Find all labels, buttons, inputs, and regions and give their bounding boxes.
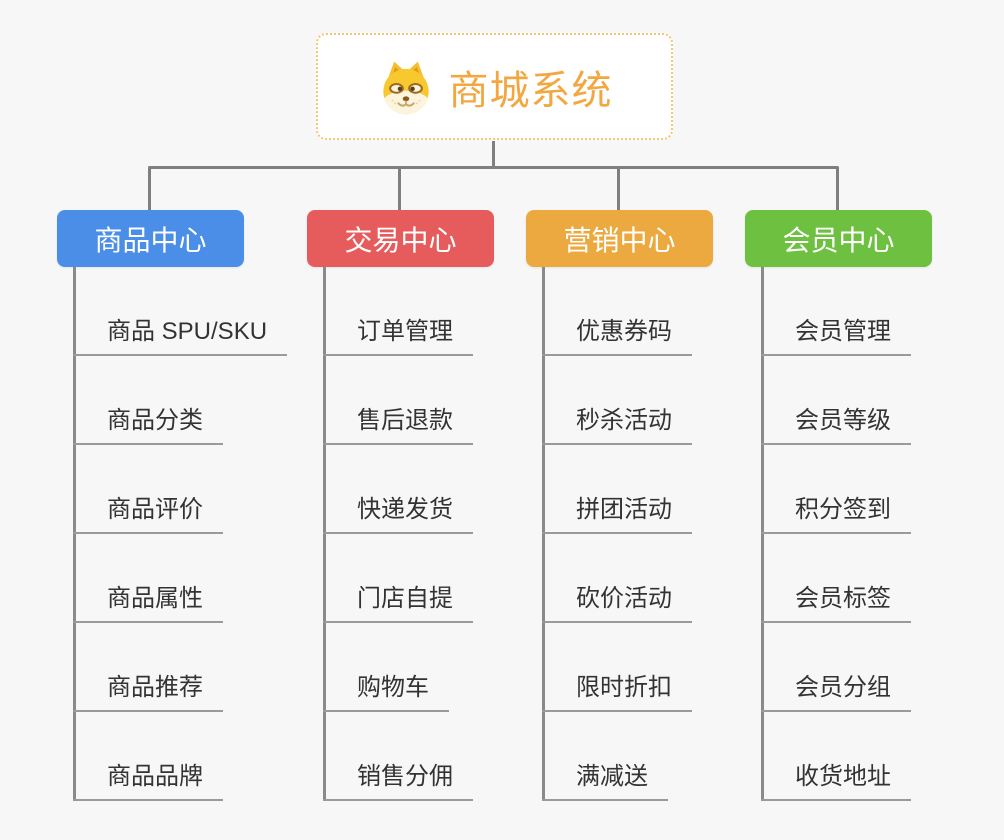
child-node-label[interactable]: 满减送 — [542, 756, 668, 801]
child-node-label[interactable]: 会员分组 — [761, 667, 911, 712]
child-node: 订单管理 — [323, 267, 473, 356]
child-node: 会员管理 — [761, 267, 911, 356]
connector-drop-product — [148, 168, 151, 210]
child-node: 收货地址 — [761, 712, 911, 801]
spine-trade-center — [323, 267, 326, 801]
child-node-label[interactable]: 砍价活动 — [542, 578, 692, 623]
child-node-label[interactable]: 秒杀活动 — [542, 400, 692, 445]
child-node: 积分签到 — [761, 445, 911, 534]
child-node-label[interactable]: 售后退款 — [323, 400, 473, 445]
child-node-label[interactable]: 限时折扣 — [542, 667, 692, 712]
child-node-label[interactable]: 商品属性 — [73, 578, 223, 623]
child-node-label[interactable]: 销售分佣 — [323, 756, 473, 801]
child-node: 商品属性 — [73, 534, 287, 623]
child-node: 拼团活动 — [542, 445, 692, 534]
child-node: 商品评价 — [73, 445, 287, 534]
child-node-label[interactable]: 会员等级 — [761, 400, 911, 445]
connector-drop-member — [836, 168, 839, 210]
child-node-label[interactable]: 订单管理 — [323, 311, 473, 356]
children-member-center: 会员管理 会员等级 积分签到 会员标签 会员分组 收货地址 — [761, 267, 911, 801]
root-node-label: 商城系统 — [448, 68, 613, 113]
child-node: 门店自提 — [323, 534, 473, 623]
child-node: 商品品牌 — [73, 712, 287, 801]
spine-member-center — [761, 267, 764, 801]
child-node-label[interactable]: 门店自提 — [323, 578, 473, 623]
child-node-label[interactable]: 购物车 — [323, 667, 449, 712]
connector-rail — [148, 166, 839, 169]
spine-product-center — [73, 267, 76, 801]
branch-node-trade-center[interactable]: 交易中心 — [307, 210, 494, 267]
branch-node-marketing-center[interactable]: 营销中心 — [526, 210, 713, 267]
child-node-label[interactable]: 商品评价 — [73, 489, 223, 534]
child-node: 限时折扣 — [542, 623, 692, 712]
branch-node-product-center[interactable]: 商品中心 — [57, 210, 244, 267]
child-node-label[interactable]: 会员标签 — [761, 578, 911, 623]
child-node-label[interactable]: 快递发货 — [323, 489, 473, 534]
children-marketing-center: 优惠券码 秒杀活动 拼团活动 砍价活动 限时折扣 满减送 — [542, 267, 692, 801]
child-node: 会员标签 — [761, 534, 911, 623]
child-node-label[interactable]: 拼团活动 — [542, 489, 692, 534]
children-trade-center: 订单管理 售后退款 快递发货 门店自提 购物车 销售分佣 — [323, 267, 473, 801]
root-node-mall-system[interactable]: 商城系统 — [316, 33, 673, 140]
child-node: 会员等级 — [761, 356, 911, 445]
child-node-label[interactable]: 优惠券码 — [542, 311, 692, 356]
connector-drop-trade — [398, 168, 401, 210]
child-node: 快递发货 — [323, 445, 473, 534]
child-node: 会员分组 — [761, 623, 911, 712]
child-node: 砍价活动 — [542, 534, 692, 623]
child-node: 商品推荐 — [73, 623, 287, 712]
child-node: 优惠券码 — [542, 267, 692, 356]
connector-root-stem — [492, 141, 495, 168]
children-product-center: 商品 SPU/SKU 商品分类 商品评价 商品属性 商品推荐 商品品牌 — [73, 267, 288, 801]
child-node-label[interactable]: 商品品牌 — [73, 756, 223, 801]
child-node: 商品分类 — [73, 356, 287, 445]
doge-icon — [382, 61, 429, 114]
branch-node-member-center[interactable]: 会员中心 — [745, 210, 932, 267]
child-node-label[interactable]: 商品 SPU/SKU — [73, 311, 288, 356]
spine-marketing-center — [542, 267, 545, 801]
connector-drop-marketing — [617, 168, 620, 210]
child-node: 销售分佣 — [323, 712, 473, 801]
child-node: 售后退款 — [323, 356, 473, 445]
child-node-label[interactable]: 会员管理 — [761, 311, 911, 356]
child-node-label[interactable]: 商品推荐 — [73, 667, 223, 712]
child-node-label[interactable]: 商品分类 — [73, 400, 223, 445]
child-node: 满减送 — [542, 712, 692, 801]
child-node-label[interactable]: 收货地址 — [761, 756, 911, 801]
child-node-label[interactable]: 积分签到 — [761, 489, 911, 534]
child-node: 秒杀活动 — [542, 356, 692, 445]
child-node: 购物车 — [323, 623, 473, 712]
child-node: 商品 SPU/SKU — [73, 267, 288, 356]
